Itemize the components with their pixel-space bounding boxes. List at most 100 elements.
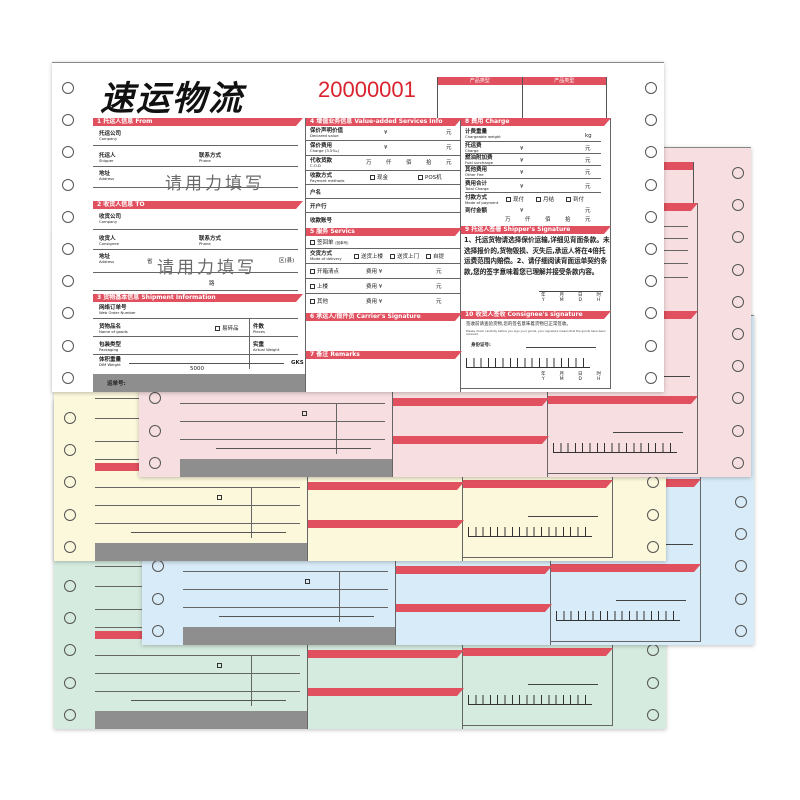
- dim-weight-line[interactable]: [219, 616, 374, 617]
- dim-weight-line[interactable]: [131, 700, 286, 701]
- bank-field[interactable]: 开户行: [306, 199, 460, 213]
- collect-checkbox[interactable]: 到付: [566, 197, 584, 203]
- tractor-hole: [64, 644, 76, 657]
- column-services: 4 增值业务信息 Value-added Services Info 保价声明价…: [305, 118, 461, 392]
- sign-return-checkbox[interactable]: 签回单 (回单号): [306, 236, 460, 249]
- id-number-line[interactable]: [613, 432, 683, 433]
- consignee-date-labels: [628, 457, 670, 462]
- tractor-hole: [64, 612, 76, 625]
- packaging-field[interactable]: [95, 507, 300, 524]
- web-order-field[interactable]: [95, 471, 300, 488]
- tractor-hole: [645, 210, 657, 223]
- section-remarks-header: [393, 436, 549, 444]
- account-number-field[interactable]: 收款账号: [310, 218, 333, 224]
- web-order-field[interactable]: [180, 387, 385, 404]
- fragile-checkbox[interactable]: [217, 495, 224, 501]
- signature-ruler[interactable]: [556, 611, 680, 621]
- tractor-hole: [64, 676, 76, 689]
- district-label: 区(县): [279, 258, 295, 264]
- product-type-label: 产品类型: [438, 77, 522, 85]
- province-label: 省: [147, 259, 153, 265]
- fragile-checkbox[interactable]: [217, 663, 224, 669]
- tractor-hole: [645, 146, 657, 159]
- id-number-line[interactable]: [526, 347, 596, 348]
- signature-ruler[interactable]: [466, 358, 590, 368]
- signature-ruler[interactable]: [553, 443, 677, 453]
- divider: [251, 488, 252, 538]
- product-type-cell[interactable]: 产品类型: [522, 77, 606, 118]
- signature-ruler[interactable]: [468, 695, 592, 705]
- fragile-checkbox[interactable]: 易碎品: [215, 326, 239, 332]
- divider: [339, 572, 340, 622]
- consignee-notice-en: Please check carefully before you sign y…: [466, 329, 606, 337]
- upstairs-fee-row[interactable]: 上楼费用 ¥元: [306, 279, 460, 294]
- fragile-checkbox[interactable]: [302, 411, 309, 417]
- other-fee-row[interactable]: 其他费用 ¥元: [306, 294, 460, 309]
- tractor-hole: [64, 580, 76, 592]
- prepaid-checkbox[interactable]: 现付: [506, 197, 524, 203]
- packaging-field[interactable]: [180, 423, 385, 440]
- goods-name-field[interactable]: [183, 573, 388, 590]
- tractor-hole: [62, 307, 74, 320]
- web-order-field[interactable]: [95, 639, 300, 656]
- goods-name-field[interactable]: [180, 405, 385, 422]
- monthly-checkbox[interactable]: 月结: [536, 197, 554, 203]
- id-number-line[interactable]: [616, 600, 686, 601]
- tractor-hole: [645, 178, 657, 191]
- tractor-hole: [152, 624, 164, 637]
- product-type-box: 产品类型 产品类型: [437, 77, 607, 119]
- id-number-label: 身份证号:: [471, 343, 491, 348]
- tractor-hole: [735, 496, 747, 508]
- web-order-field[interactable]: [183, 555, 388, 572]
- dim-weight-line[interactable]: [129, 363, 284, 364]
- goods-name-field[interactable]: [95, 489, 300, 506]
- account-name-field[interactable]: 户名: [306, 185, 460, 199]
- section-consignee-signature-header: 10 收货人签收 Consignee's signature: [461, 311, 611, 319]
- pos-checkbox[interactable]: POS机: [418, 175, 442, 181]
- id-number-line[interactable]: [528, 684, 598, 685]
- dim-weight-line[interactable]: [216, 448, 371, 449]
- dim-weight-line[interactable]: [131, 532, 286, 533]
- tractor-hole: [64, 508, 76, 521]
- cash-checkbox[interactable]: 现金: [370, 175, 388, 181]
- unpack-fee-row[interactable]: 开箱清点费用 ¥元: [306, 264, 460, 279]
- door-delivery-checkbox[interactable]: 送货上门: [390, 254, 419, 260]
- shipper-signature-line[interactable]: [539, 291, 603, 292]
- to-road-field[interactable]: 路: [93, 274, 298, 291]
- id-number-line[interactable]: [528, 516, 598, 517]
- fragile-checkbox[interactable]: [305, 579, 312, 585]
- packaging-field[interactable]: [95, 675, 300, 692]
- signature-ruler[interactable]: [468, 527, 592, 537]
- collect-amount-label: 到付金额: [465, 208, 488, 214]
- self-pickup-checkbox[interactable]: 自提: [426, 254, 444, 260]
- brand-logo: 速运物流: [100, 79, 244, 119]
- upstairs-delivery-checkbox[interactable]: 送货上楼: [354, 254, 383, 260]
- consignee-date-labels: [543, 541, 585, 546]
- section-value-added-header: 4 增值业务信息 Value-added Services Info: [306, 118, 462, 126]
- tractor-hole: [62, 146, 74, 159]
- product-type-cell[interactable]: 产品类型: [438, 77, 523, 118]
- goods-name-field[interactable]: [95, 657, 300, 674]
- packaging-field[interactable]: [183, 591, 388, 608]
- section-shipper-signature-header: 9 托运人签署 Shipper's Signature: [461, 226, 611, 234]
